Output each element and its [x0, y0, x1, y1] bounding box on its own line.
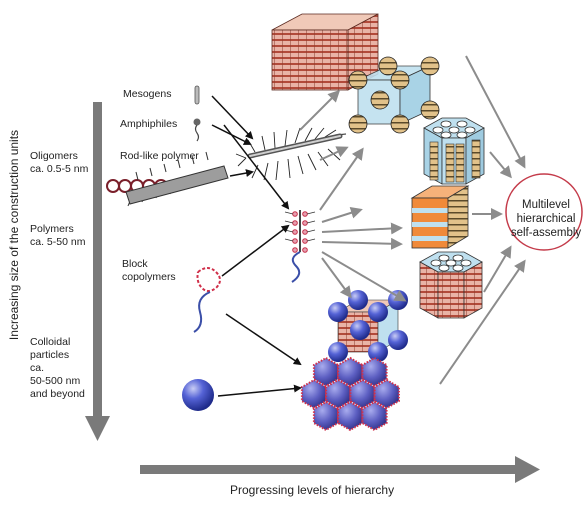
size-class-colloids: Colloidal particles ca. 50-500 nm and be…	[30, 336, 85, 401]
lamellar-layers-icon	[412, 186, 468, 248]
bottlebrush-structure-icon	[236, 128, 346, 180]
goal-label: Multilevel hierarchical self-assembly	[506, 198, 586, 240]
hierarchy-axis-arrow	[140, 456, 540, 483]
hexagonal-colloid	[362, 402, 386, 430]
size-class-polymers: Polymers ca. 5-50 nm	[30, 223, 85, 249]
x-axis-label: Progressing levels of hierarchy	[230, 483, 394, 497]
colloidal-cubic-lattice-icon	[328, 290, 408, 362]
unit-amphiphiles: Amphiphiles	[120, 118, 177, 131]
hexagonal-columnar-icon	[424, 118, 484, 184]
unit-block-copolymers: Block copolymers	[122, 258, 176, 284]
hexagonal-prism-icon	[420, 252, 482, 318]
y-axis-label: Increasing size of the construction unit…	[7, 115, 21, 355]
size-axis-arrow	[85, 102, 110, 441]
size-class-oligomers: Oligomers ca. 0.5-5 nm	[30, 150, 88, 176]
unit-mesogens: Mesogens	[123, 88, 171, 101]
assembly-arrows-black	[212, 96, 300, 396]
hexagonal-colloid	[314, 402, 338, 430]
colloidal-sphere-icon	[182, 379, 214, 411]
hexagonal-colloid-array-icon	[302, 358, 399, 430]
unit-rod-like-polymer: Rod-like polymer	[120, 150, 199, 163]
mesogen-rod-icon	[195, 86, 199, 104]
block-copolymer-icon	[194, 268, 220, 332]
hexagonal-colloid	[338, 402, 362, 430]
hexagonal-colloid	[302, 380, 326, 408]
polymer-complex-icon	[285, 210, 315, 282]
amphiphile-icon	[194, 119, 201, 142]
